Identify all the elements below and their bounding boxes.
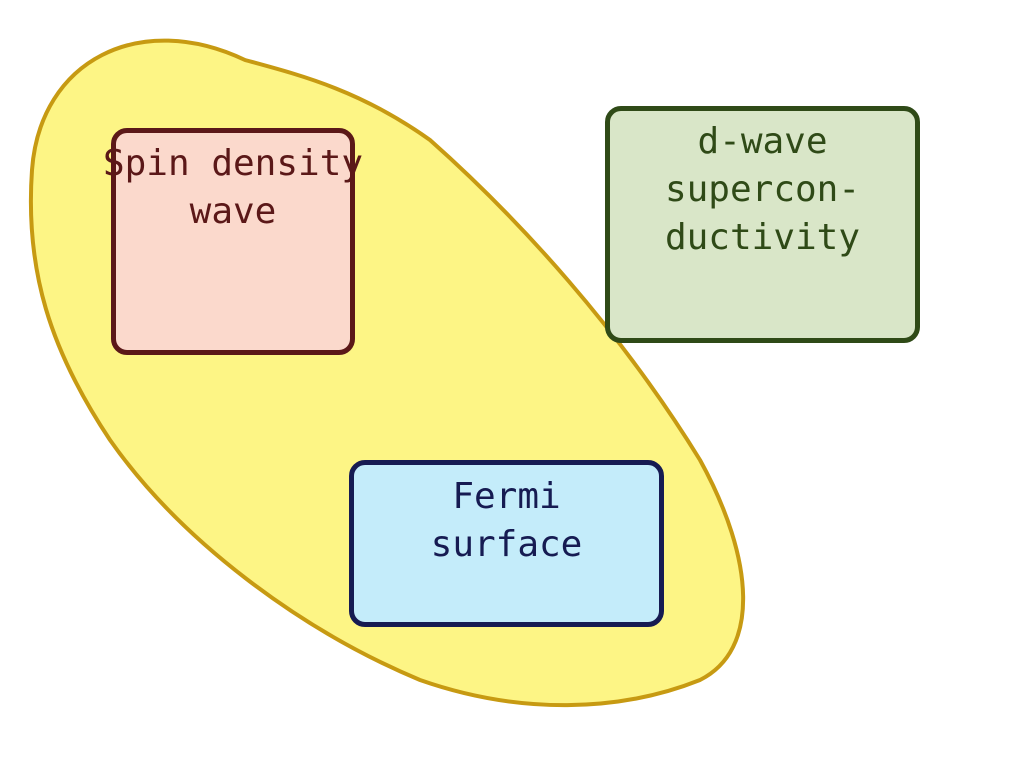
spin-density-wave-label: Spin density wave <box>85 140 381 236</box>
fermi-surface-line-1: Fermi <box>452 476 561 517</box>
dwave-superconductivity-box <box>605 106 920 343</box>
fermi-surface-line-2: surface <box>430 524 583 565</box>
fermi-surface-label: Fermi surface <box>349 473 664 569</box>
spin-density-wave-line-1: Spin density <box>102 143 364 184</box>
spin-density-wave-box <box>111 128 355 355</box>
dwave-line-2: supercon- <box>664 169 861 210</box>
dwave-superconductivity-label: d-wave supercon- ductivity <box>605 118 920 262</box>
spin-density-wave-line-2: wave <box>189 191 277 232</box>
dwave-line-3: ductivity <box>664 217 861 258</box>
fermi-surface-box <box>349 460 664 627</box>
dwave-line-1: d-wave <box>697 121 828 162</box>
